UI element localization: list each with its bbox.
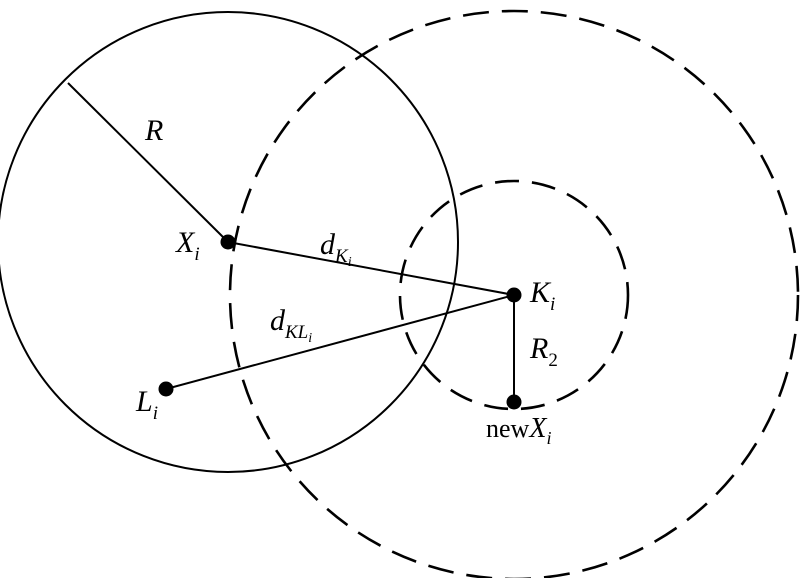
label-X-sub: i: [194, 244, 199, 265]
radius-R-line: [67, 82, 229, 243]
label-L: Li: [135, 385, 158, 424]
label-L-sub: i: [153, 403, 158, 424]
dashed-circle-radius-R2: [398, 179, 630, 411]
circle-radius-R: [0, 11, 459, 473]
label-X-main: X: [175, 226, 196, 259]
label-L-main: L: [135, 385, 153, 418]
label-new-X-prefix: new: [486, 414, 530, 443]
label-d-K: dKi: [320, 228, 352, 270]
label-d-KL: dKLi: [270, 304, 312, 346]
label-K-main: K: [529, 276, 552, 309]
segment-d-K: [227, 241, 515, 296]
point-K: [506, 287, 522, 303]
label-d-KL-main: d: [270, 304, 286, 337]
label-new-X-sub: i: [546, 428, 551, 448]
label-d-KL-sub: KL: [284, 322, 308, 343]
label-R: R: [144, 114, 163, 147]
dashed-circle-large: [228, 9, 800, 578]
point-newX: [506, 394, 522, 410]
label-K: Ki: [529, 276, 555, 315]
point-L: [158, 381, 174, 397]
label-d-K-sub: K: [334, 246, 349, 267]
label-X: Xi: [175, 226, 200, 265]
label-d-KL-subsub: i: [308, 331, 312, 346]
segment-d-KL: [165, 294, 515, 390]
label-R2-sub: 2: [548, 350, 558, 371]
label-R2-main: R: [529, 332, 548, 365]
label-d-K-main: d: [320, 228, 336, 261]
label-d-K-subsub: i: [348, 255, 352, 270]
point-X: [220, 234, 236, 250]
label-K-sub: i: [550, 294, 555, 315]
label-new-X-main: X: [528, 413, 547, 444]
label-R2: R2: [529, 332, 558, 371]
label-new-X: newXi: [486, 413, 551, 448]
